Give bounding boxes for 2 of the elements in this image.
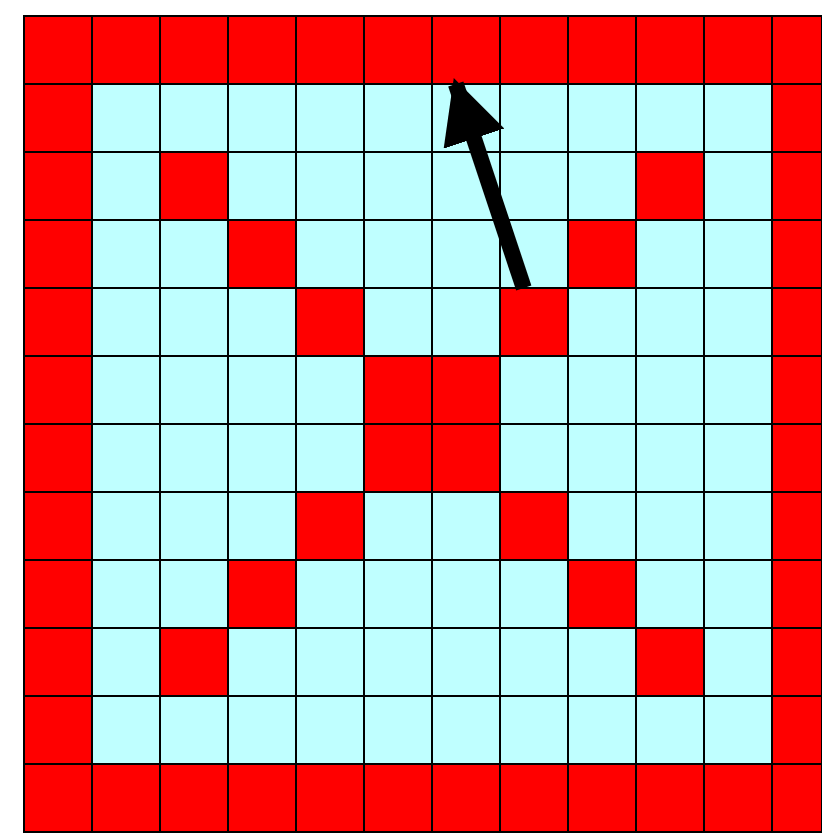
grid-cell	[499, 287, 569, 357]
grid-cell	[431, 15, 501, 85]
